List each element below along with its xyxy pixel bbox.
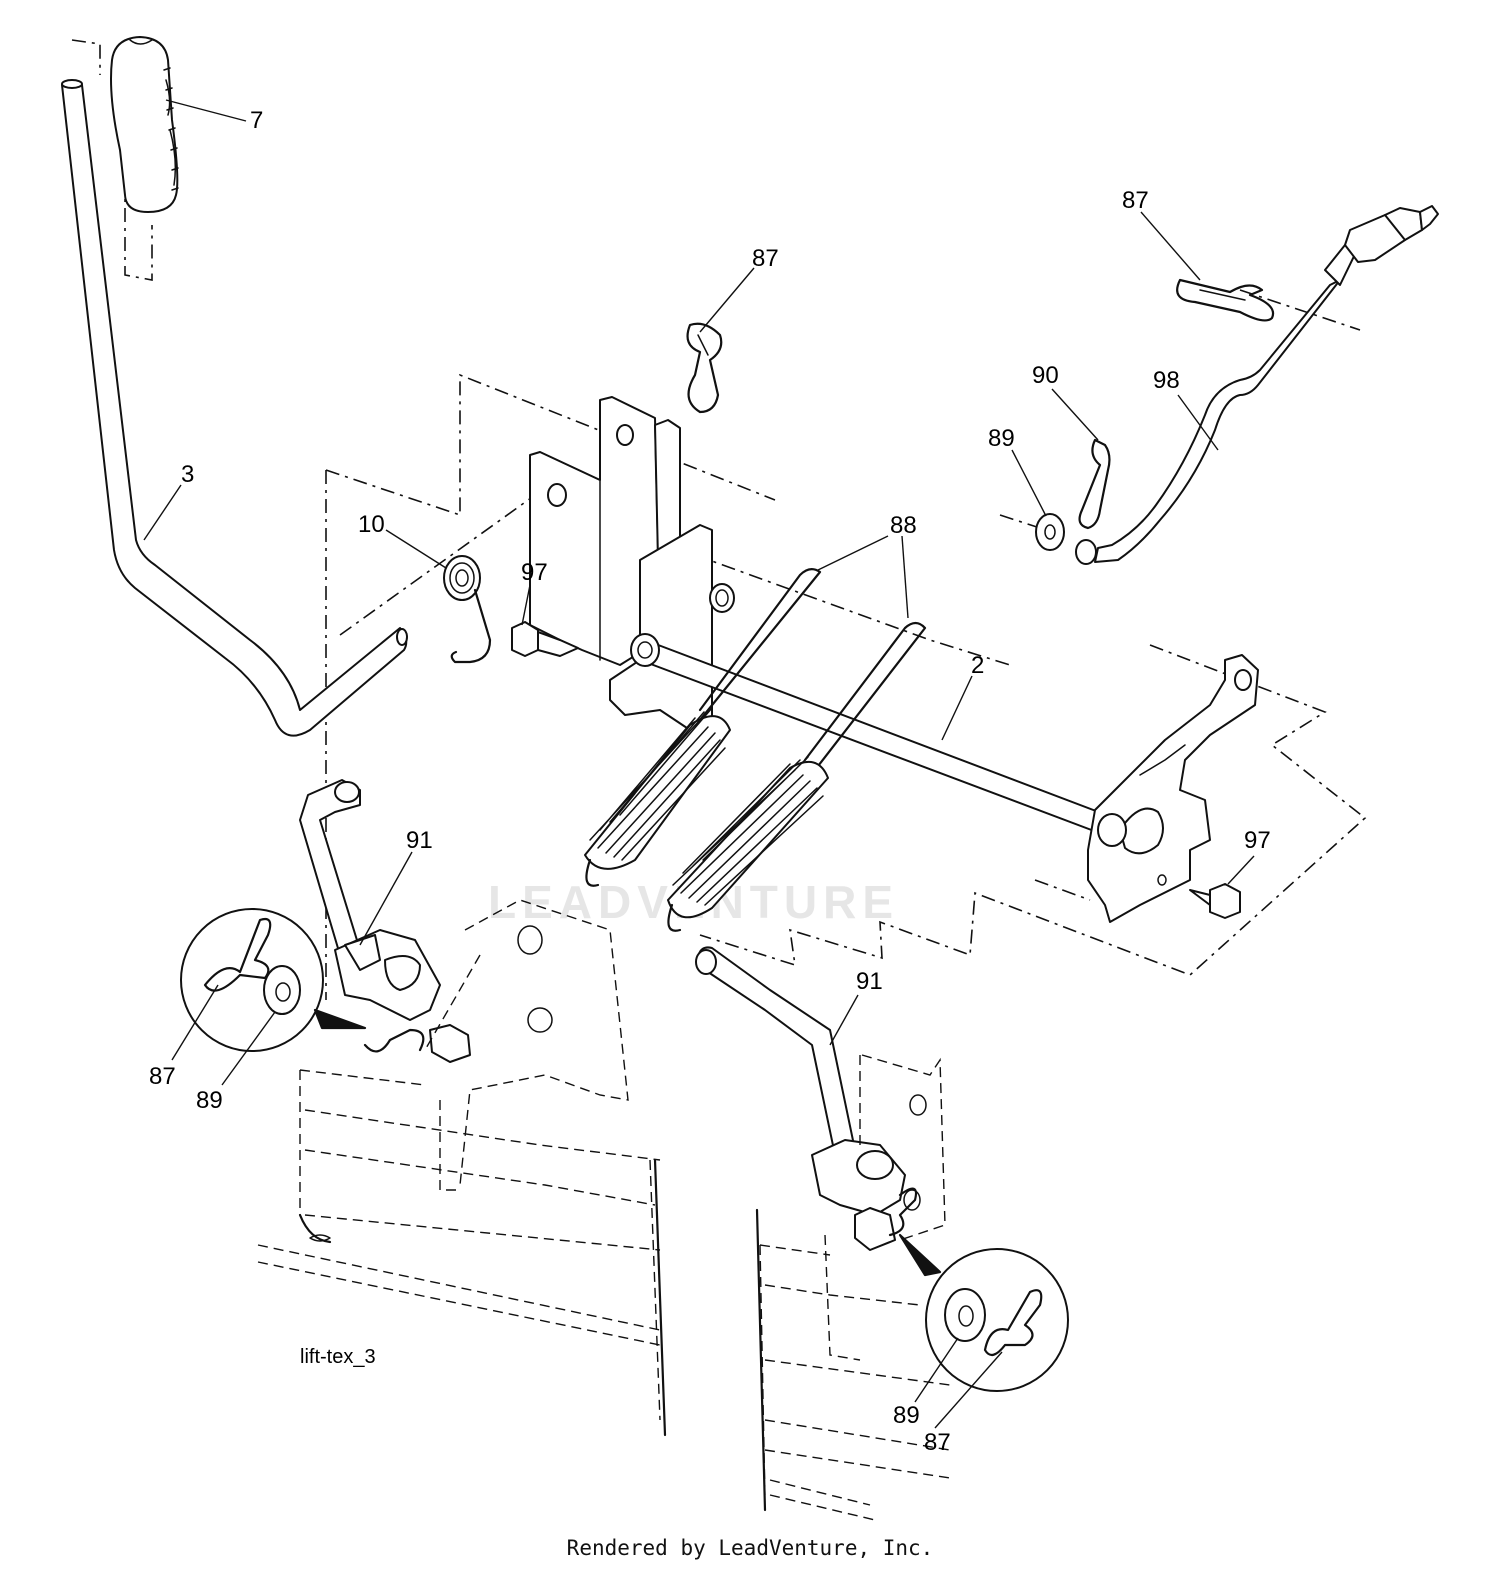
callout-10: 10 <box>358 511 385 538</box>
washer-upper <box>1035 513 1065 551</box>
mower-deck-right <box>755 1208 951 1521</box>
pivot-bracket <box>529 396 735 731</box>
torsion-spring <box>443 555 492 664</box>
mower-deck-left <box>257 1069 667 1437</box>
extension-spring-left <box>584 568 822 887</box>
callout-87-detail-left: 87 <box>149 1063 176 1090</box>
lift-link-left <box>299 779 471 1063</box>
callout-3: 3 <box>181 461 194 488</box>
callout-leaders <box>143 99 1255 1429</box>
detail-circle-left <box>180 908 367 1052</box>
callout-89-detail-right: 89 <box>893 1402 920 1429</box>
callout-91-right: 91 <box>856 968 883 995</box>
callout-91-left: 91 <box>406 827 433 854</box>
lift-arm-bracket-right <box>1087 654 1259 923</box>
callout-89-detail-left: 89 <box>196 1087 223 1114</box>
callout-2: 2 <box>971 652 984 679</box>
bolt-left <box>511 621 579 657</box>
deck-bracket-left <box>424 899 629 1191</box>
callout-97-right: 97 <box>1244 827 1271 854</box>
callout-98: 98 <box>1153 367 1180 394</box>
adjustment-rod <box>1075 205 1439 565</box>
lift-lever <box>61 79 408 737</box>
callout-87-center: 87 <box>752 245 779 272</box>
render-credit: Rendered by LeadVenture, Inc. <box>566 1536 934 1560</box>
callout-87-right: 87 <box>1122 187 1149 214</box>
callout-7: 7 <box>250 107 263 134</box>
extension-spring-right <box>667 621 927 932</box>
callout-88: 88 <box>890 512 917 539</box>
callout-89-upper: 89 <box>988 425 1015 452</box>
callout-90: 90 <box>1032 362 1059 389</box>
callout-97-left: 97 <box>521 559 548 586</box>
hairpin-clip-center <box>686 322 723 414</box>
lift-link-right <box>695 946 918 1251</box>
callout-labels: 7 3 10 97 87 88 2 87 90 98 89 97 91 87 8… <box>149 107 1271 1456</box>
bolt-right <box>1189 883 1241 919</box>
callout-87-detail-right: 87 <box>924 1429 951 1456</box>
detail-circle-right <box>898 1233 1069 1392</box>
hairpin-clip-right <box>1176 278 1275 322</box>
deck-bracket-right <box>824 1054 946 1361</box>
diagram-caption: lift-tex_3 <box>300 1346 376 1368</box>
hairpin-clip-90 <box>1078 438 1111 530</box>
lift-handle-grip <box>110 36 179 213</box>
